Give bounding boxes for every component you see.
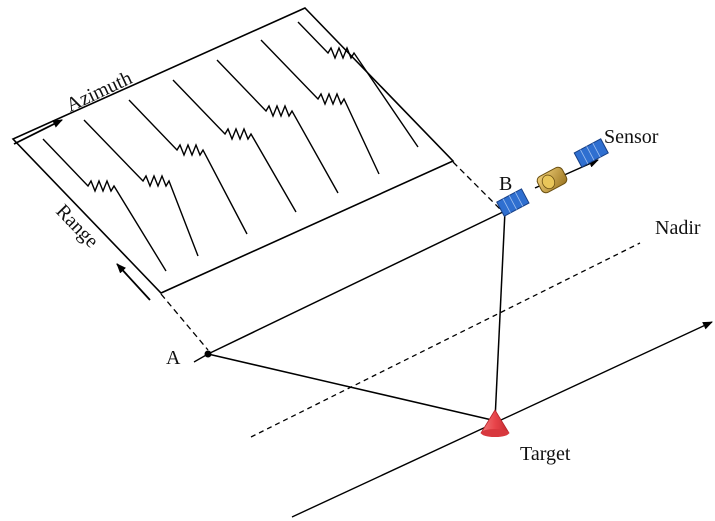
range-arrow — [116, 263, 151, 301]
dashed-projection-right — [452, 161, 502, 211]
cone-target-icon — [480, 409, 510, 437]
point-a-label: A — [166, 347, 181, 369]
range-label: Range — [51, 200, 102, 252]
line-a-b — [207, 210, 506, 355]
line-a-target — [207, 353, 493, 421]
dashed-projection-left — [160, 293, 209, 351]
azimuth-arrow — [13, 119, 63, 145]
target-label: Target — [520, 443, 571, 465]
sensor-label: Sensor — [604, 126, 659, 148]
image-plane — [11, 7, 455, 294]
line-b-target — [494, 210, 506, 421]
azimuth-label: Azimuth — [63, 67, 136, 117]
ground-track-arrow — [291, 321, 713, 518]
point-a-marker — [204, 350, 212, 358]
satellite-icon — [496, 138, 609, 217]
point-b-label: B — [499, 173, 512, 195]
nadir-label: Nadir — [655, 217, 701, 239]
nadir-track — [250, 242, 641, 438]
range-echo-lines — [42, 21, 419, 272]
